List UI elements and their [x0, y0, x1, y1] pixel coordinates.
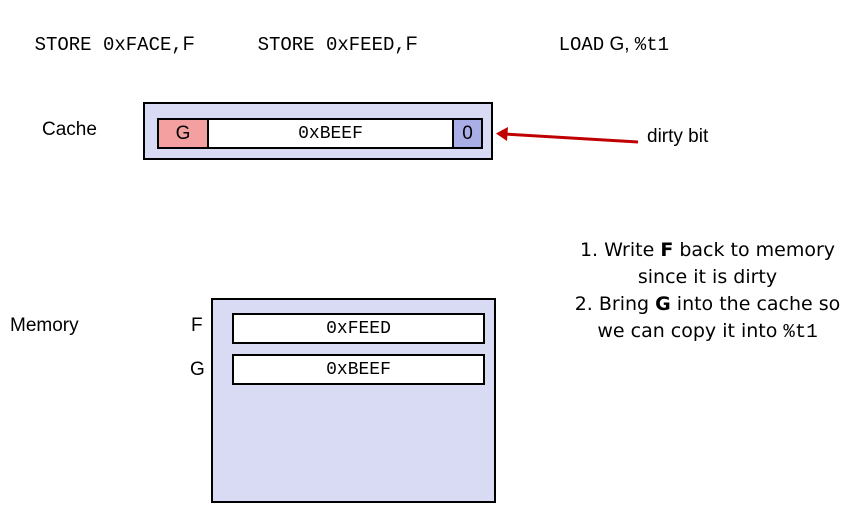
note-text: back to memory — [673, 239, 836, 261]
instruction-load-g: LOAD G, %t1 — [548, 12, 669, 56]
note-line-2: since it is dirty — [637, 266, 778, 288]
instruction-dest: %t1 — [634, 34, 670, 56]
instruction-store-face: STORE 0xFACE,F — [24, 12, 195, 56]
arrow-shaft — [503, 132, 639, 144]
note-text: we can copy it into — [597, 320, 784, 342]
note-text: 1. Write — [579, 239, 661, 261]
note-bold-g: G — [655, 293, 671, 315]
note-line-3: 2. Bring G into the cache so — [560, 291, 842, 318]
dirty-bit-arrow — [496, 127, 639, 144]
explanation-note: 1. Write F back to memory since it is di… — [560, 237, 842, 346]
memory-addr-f: F — [191, 315, 203, 336]
instruction-store-feed: STORE 0xFEED,F — [247, 12, 418, 56]
instruction-reg: F — [405, 34, 418, 55]
instruction-op: STORE 0xFACE, — [34, 34, 183, 56]
note-line-4: we can copy it into %t1 — [560, 318, 842, 346]
dirty-bit-label: dirty bit — [647, 126, 709, 147]
cache-tag: G — [159, 120, 209, 147]
instruction-reg: G, — [609, 34, 635, 55]
cache-line: G 0xBEEF 0 — [157, 118, 483, 149]
instruction-reg: F — [182, 34, 195, 55]
cache-label: Cache — [42, 119, 97, 140]
instruction-op: STORE 0xFEED, — [257, 34, 406, 56]
memory-row-f: 0xFEED — [232, 313, 485, 344]
note-register: %t1 — [783, 321, 818, 343]
instruction-op: LOAD — [558, 34, 605, 56]
memory-row-g: 0xBEEF — [232, 354, 485, 385]
note-text: into the cache so — [670, 293, 841, 315]
note-text: 2. Bring — [574, 293, 656, 315]
cache-data: 0xBEEF — [209, 120, 452, 147]
note-bold-f: F — [660, 239, 674, 261]
note-line-1: 1. Write F back to memory — [560, 237, 842, 264]
arrow-head — [496, 127, 508, 141]
memory-label: Memory — [10, 315, 79, 336]
memory-addr-g: G — [190, 359, 205, 380]
cache-dirty-bit: 0 — [452, 120, 481, 147]
